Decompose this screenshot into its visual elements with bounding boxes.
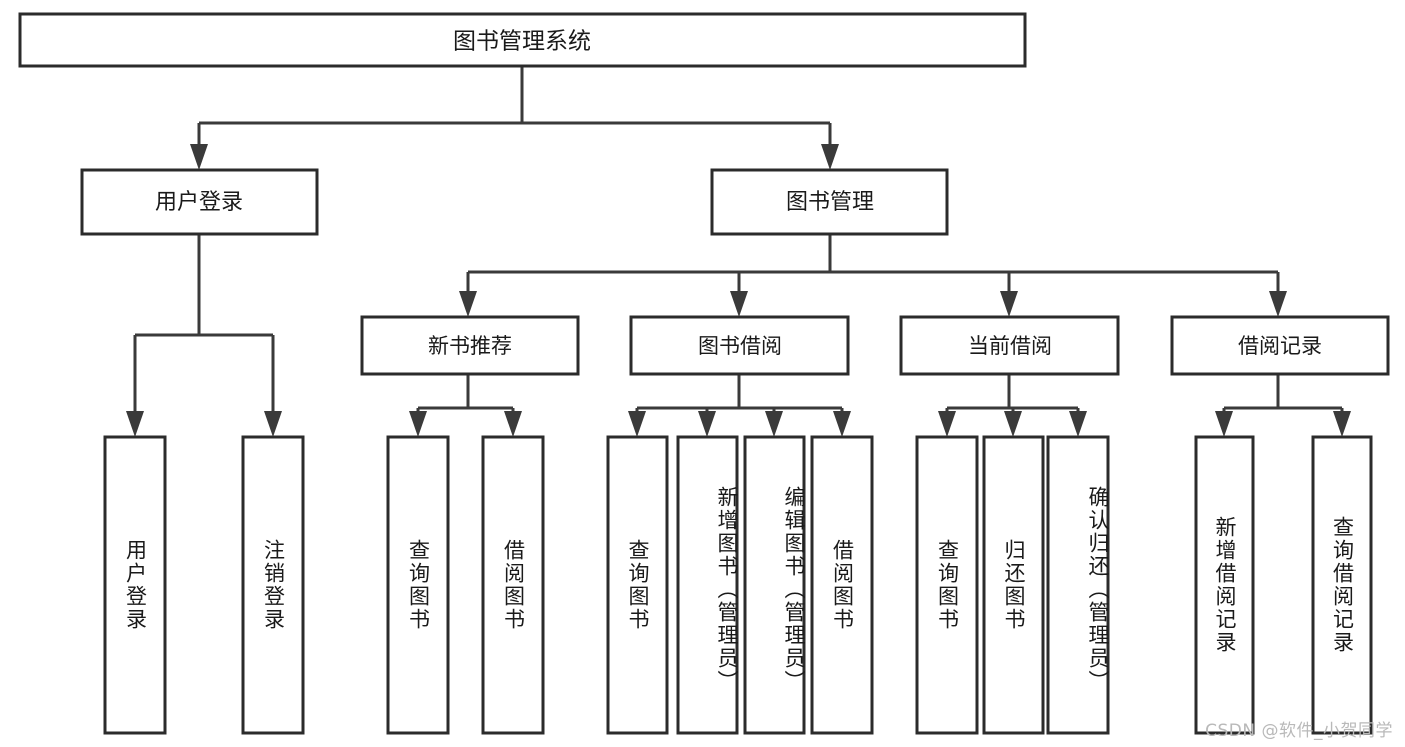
node-new-book-recommend[interactable]: 新书推荐 bbox=[360, 315, 580, 376]
node-leaf-logout-box[interactable] bbox=[241, 435, 305, 735]
node-leaf-borrow-book-box[interactable] bbox=[810, 435, 874, 735]
arrow-head-leaf-user-login bbox=[126, 411, 144, 437]
node-book-borrow-label: 图书借阅 bbox=[698, 334, 782, 358]
connector-group-borrow-record bbox=[1215, 374, 1351, 437]
arrow-head-leaf-query-book-current bbox=[938, 411, 956, 437]
node-root-label: 图书管理系统 bbox=[453, 29, 591, 55]
connector-group-book-management bbox=[459, 234, 1287, 317]
leaf-boxes bbox=[103, 435, 1373, 735]
arrow-head-book-borrow bbox=[730, 291, 748, 317]
arrow-head-new-book-recommend bbox=[459, 291, 477, 317]
connector-group-root bbox=[190, 66, 839, 170]
arrow-head-leaf-logout bbox=[264, 411, 282, 437]
connector-group-book-borrow bbox=[628, 374, 851, 437]
node-current-borrow-label: 当前借阅 bbox=[968, 334, 1052, 358]
node-new-book-recommend-box[interactable] bbox=[360, 315, 580, 376]
node-borrow-record-label: 借阅记录 bbox=[1238, 334, 1322, 358]
arrow-head-book-management bbox=[821, 144, 839, 170]
arrow-head-leaf-return-book bbox=[1004, 411, 1022, 437]
node-book-borrow-box[interactable] bbox=[629, 315, 850, 376]
node-leaf-query-book-borrow-box[interactable] bbox=[606, 435, 669, 735]
node-book-management-label: 图书管理 bbox=[786, 190, 874, 215]
arrow-head-leaf-edit-book-admin bbox=[765, 411, 783, 437]
node-leaf-add-borrow-record-box[interactable] bbox=[1194, 435, 1255, 735]
node-leaf-query-borrow-record-box[interactable] bbox=[1311, 435, 1373, 735]
node-book-management[interactable]: 图书管理 bbox=[710, 168, 949, 236]
node-book-management-box[interactable] bbox=[710, 168, 949, 236]
node-current-borrow[interactable]: 当前借阅 bbox=[899, 315, 1120, 376]
arrow-head-leaf-query-book-borrow bbox=[628, 411, 646, 437]
arrow-head-current-borrow bbox=[1000, 291, 1018, 317]
node-user-login[interactable]: 用户登录 bbox=[80, 168, 319, 236]
node-leaf-borrow-book-recommend-box[interactable] bbox=[481, 435, 545, 735]
arrow-head-leaf-borrow-book-recommend bbox=[504, 411, 522, 437]
arrow-head-leaf-borrow-book bbox=[833, 411, 851, 437]
node-borrow-record[interactable]: 借阅记录 bbox=[1170, 315, 1390, 376]
node-root[interactable]: 图书管理系统 bbox=[18, 12, 1027, 68]
csdn-watermark: CSDN @软件_小贺同学 bbox=[1205, 721, 1393, 741]
connector-group-new-book-recommend bbox=[409, 374, 522, 437]
arrow-head-borrow-record bbox=[1269, 291, 1287, 317]
arrow-head-leaf-add-book-admin bbox=[698, 411, 716, 437]
node-leaf-query-book-current-box[interactable] bbox=[915, 435, 979, 735]
node-user-login-box[interactable] bbox=[80, 168, 319, 236]
node-new-book-recommend-label: 新书推荐 bbox=[428, 334, 512, 358]
node-leaf-add-book-admin-box[interactable] bbox=[676, 435, 739, 735]
connector-group-current-borrow bbox=[938, 374, 1087, 437]
node-user-login-label: 用户登录 bbox=[155, 190, 243, 215]
node-root-box[interactable] bbox=[18, 12, 1027, 68]
node-leaf-edit-book-admin-box[interactable] bbox=[743, 435, 806, 735]
arrow-head-leaf-confirm-return-admin bbox=[1069, 411, 1087, 437]
node-leaf-user-login-box[interactable] bbox=[103, 435, 167, 735]
arrow-head-leaf-add-borrow-record bbox=[1215, 411, 1233, 437]
node-leaf-query-book-recommend-box[interactable] bbox=[386, 435, 450, 735]
arrow-head-leaf-query-book-recommend bbox=[409, 411, 427, 437]
node-leaf-return-book-box[interactable] bbox=[982, 435, 1045, 735]
node-leaf-confirm-return-admin-box[interactable] bbox=[1046, 435, 1110, 735]
arrow-head-leaf-query-borrow-record bbox=[1333, 411, 1351, 437]
arrow-head-user-login bbox=[190, 144, 208, 170]
node-book-borrow[interactable]: 图书借阅 bbox=[629, 315, 850, 376]
node-borrow-record-box[interactable] bbox=[1170, 315, 1390, 376]
node-current-borrow-box[interactable] bbox=[899, 315, 1120, 376]
connector-group-user-login bbox=[126, 234, 282, 437]
